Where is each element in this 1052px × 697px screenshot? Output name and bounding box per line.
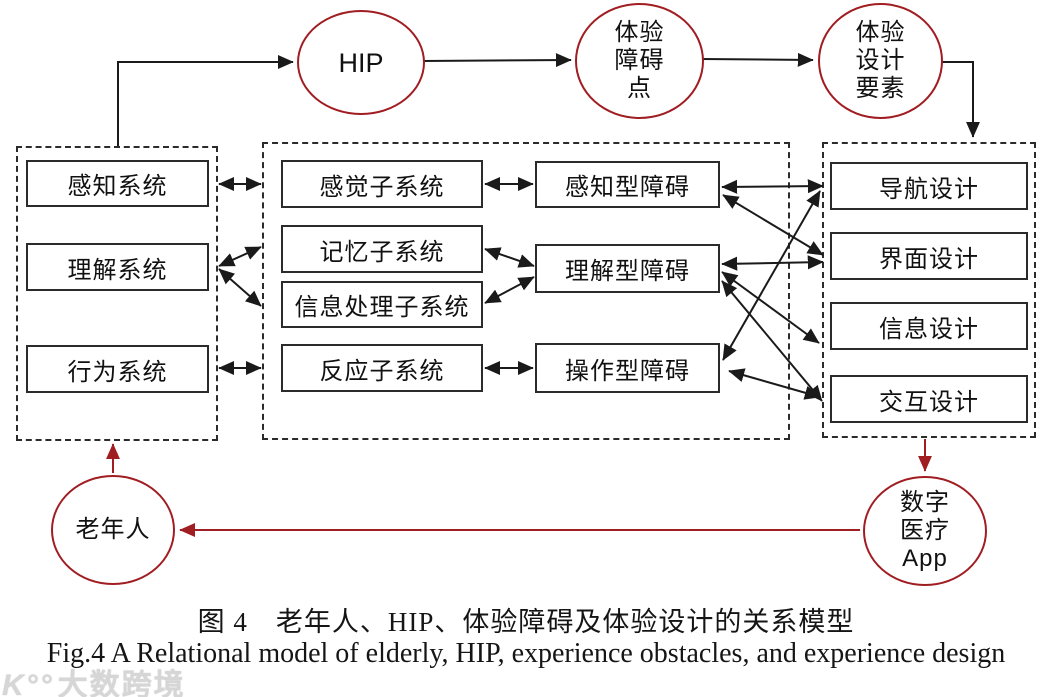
- node-label-line: 障碍: [614, 47, 665, 74]
- node-label-line: 点: [627, 75, 652, 102]
- box-understanding-system: 理解系统: [26, 243, 209, 291]
- box-information-processing-subsystem: 信息处理子系统: [281, 281, 483, 328]
- node-label-line: 要素: [855, 75, 906, 102]
- box-navigation-design: 导航设计: [830, 162, 1028, 210]
- box-label: 信息处理子系统: [294, 294, 470, 321]
- node-elderly: 老年人: [51, 475, 175, 585]
- node-label-line: 体验: [855, 19, 906, 46]
- box-sensory-subsystem: 感觉子系统: [281, 160, 483, 208]
- box-label: 导航设计: [879, 175, 979, 203]
- box-label: 操作型障碍: [565, 357, 690, 385]
- box-information-design: 信息设计: [830, 302, 1028, 350]
- node-label-line: 体验: [614, 19, 665, 46]
- node-digital-medical-app: 数字 医疗 App: [863, 476, 987, 586]
- watermark-text: 大数跨境: [57, 669, 186, 697]
- box-label: 信息设计: [879, 315, 979, 343]
- node-label-line: 数字: [900, 489, 950, 516]
- arrow-humansystems-to-hip: [117, 54, 294, 146]
- box-label: 行为系统: [67, 358, 168, 386]
- node-experience-obstacle-point: 体验 障碍 点: [575, 3, 704, 119]
- box-reaction-subsystem: 反应子系统: [281, 344, 483, 392]
- link-understanding-infoprocessing: [218, 268, 262, 307]
- box-label: 感觉子系统: [319, 173, 445, 201]
- box-label: 界面设计: [879, 245, 979, 273]
- box-label: 理解系统: [67, 256, 168, 284]
- box-interface-design: 界面设计: [830, 232, 1028, 280]
- node-hip-label: HIP: [338, 47, 384, 78]
- box-label: 交互设计: [879, 388, 979, 416]
- box-label: 感知型障碍: [565, 174, 690, 201]
- group-experience-designs: [822, 142, 1036, 438]
- node-label-line: 医疗: [900, 517, 950, 544]
- watermark: K°°大数跨境: [2, 660, 186, 697]
- caption-english: Fig.4 A Relational model of elderly, HIP…: [46, 638, 1006, 669]
- box-label: 理解型障碍: [565, 258, 690, 285]
- node-label-line: 设计: [855, 47, 906, 74]
- caption-chinese: 图 4 老年人、HIP、体验障碍及体验设计的关系模型: [197, 607, 855, 637]
- box-behavior-system: 行为系统: [26, 345, 209, 393]
- node-label-line: 老年人: [75, 516, 151, 543]
- arrow-obstacle-point-to-design-elements: [700, 52, 814, 67]
- box-label: 感知系统: [67, 173, 168, 200]
- link-understanding-memory: [218, 246, 262, 267]
- box-perception-system: 感知系统: [26, 160, 209, 207]
- group-human-systems: [16, 146, 218, 441]
- box-operation-obstacle: 操作型障碍: [535, 343, 720, 393]
- box-label: 反应子系统: [319, 357, 445, 385]
- arrow-design-elements-to-designs-group: [939, 61, 981, 138]
- box-label: 记忆子系统: [319, 238, 445, 266]
- node-hip: HIP: [297, 10, 425, 115]
- node-experience-design-element: 体验 设计 要素: [818, 3, 943, 119]
- box-perception-obstacle: 感知型障碍: [535, 161, 720, 208]
- watermark-logo: K°°: [2, 669, 54, 697]
- node-label-line: App: [902, 545, 948, 572]
- box-memory-subsystem: 记忆子系统: [281, 225, 483, 273]
- box-interaction-design: 交互设计: [830, 375, 1028, 423]
- arrow-hip-to-obstacle-point: [421, 53, 572, 68]
- box-understanding-obstacle: 理解型障碍: [535, 244, 720, 293]
